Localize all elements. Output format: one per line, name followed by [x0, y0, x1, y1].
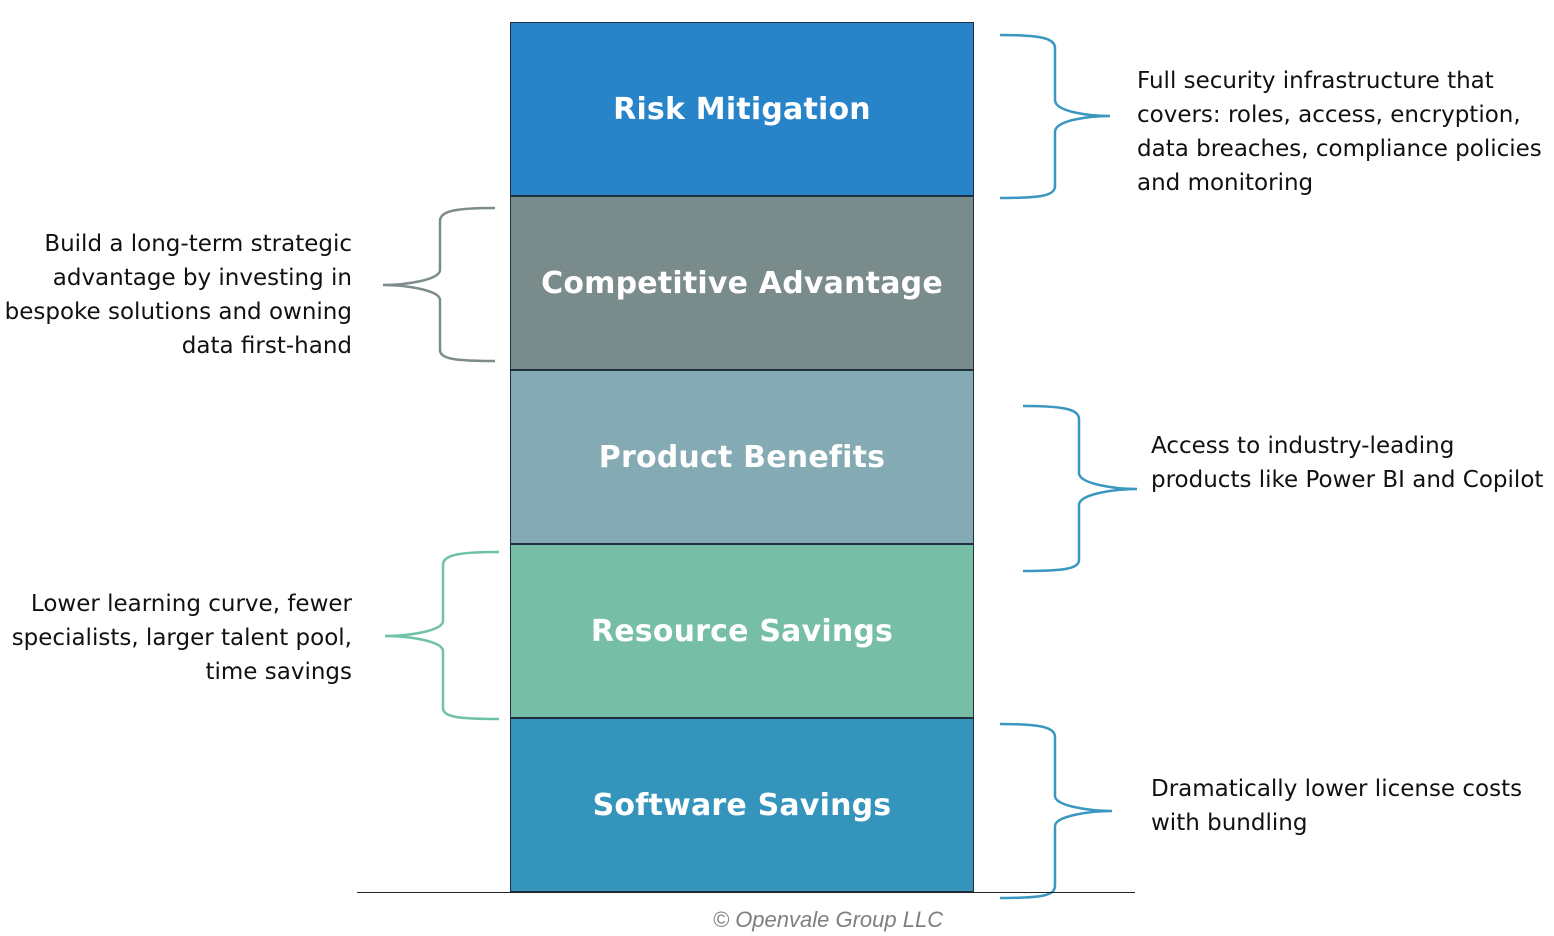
annotation-line: Access to industry-leading — [1151, 433, 1455, 459]
stack-segment-competitive-advantage: Competitive Advantage — [510, 196, 974, 370]
annotation-line: time savings — [205, 659, 352, 685]
annotation-software: Dramatically lower license costs with bu… — [1151, 772, 1522, 840]
annotation-line: data first-hand — [181, 333, 352, 359]
annotation-line: with bundling — [1151, 810, 1308, 836]
annotation-line: Build a long-term strategic — [44, 231, 352, 257]
copyright-notice: © Openvale Group LLC — [0, 907, 1554, 933]
annotation-competitive: Build a long-term strategic advantage by… — [5, 227, 352, 363]
stack-segment-product-benefits: Product Benefits — [510, 370, 974, 544]
annotation-line: Lower learning curve, fewer — [30, 591, 352, 617]
annotation-resource: Lower learning curve, fewer specialists,… — [12, 587, 352, 689]
bracket-resource — [384, 550, 500, 721]
stack-label: Risk Mitigation — [613, 91, 871, 127]
annotation-line: products like Power BI and Copilot — [1151, 467, 1544, 493]
annotation-line: covers: roles, access, encryption, — [1137, 102, 1521, 128]
stack-label: Software Savings — [592, 787, 892, 823]
bracket-software — [999, 722, 1113, 900]
copyright-text: © Openvale Group LLC — [712, 907, 944, 932]
annotation-line: advantage by investing in — [52, 265, 352, 291]
annotation-line: bespoke solutions and owning — [4, 299, 352, 325]
baseline-rule — [357, 892, 1135, 893]
stack-segment-resource-savings: Resource Savings — [510, 544, 974, 718]
stack-segment-software-savings: Software Savings — [510, 718, 974, 892]
stack-label: Resource Savings — [590, 613, 894, 649]
stack-label: Product Benefits — [598, 439, 886, 475]
bracket-competitive — [382, 206, 496, 363]
annotation-line: data breaches, compliance policies — [1137, 136, 1542, 162]
annotation-product: Access to industry-leading products like… — [1151, 429, 1543, 497]
annotation-line: and monitoring — [1137, 170, 1314, 196]
stack-segment-risk-mitigation: Risk Mitigation — [510, 22, 974, 196]
bracket-product — [1022, 404, 1138, 573]
annotation-line: Dramatically lower license costs — [1151, 776, 1523, 802]
annotation-line: specialists, larger talent pool, — [11, 625, 352, 651]
bracket-risk — [999, 33, 1111, 200]
annotation-line: Full security infrastructure that — [1137, 68, 1494, 94]
annotation-risk: Full security infrastructure that covers… — [1137, 64, 1542, 200]
stack-label: Competitive Advantage — [541, 265, 943, 301]
